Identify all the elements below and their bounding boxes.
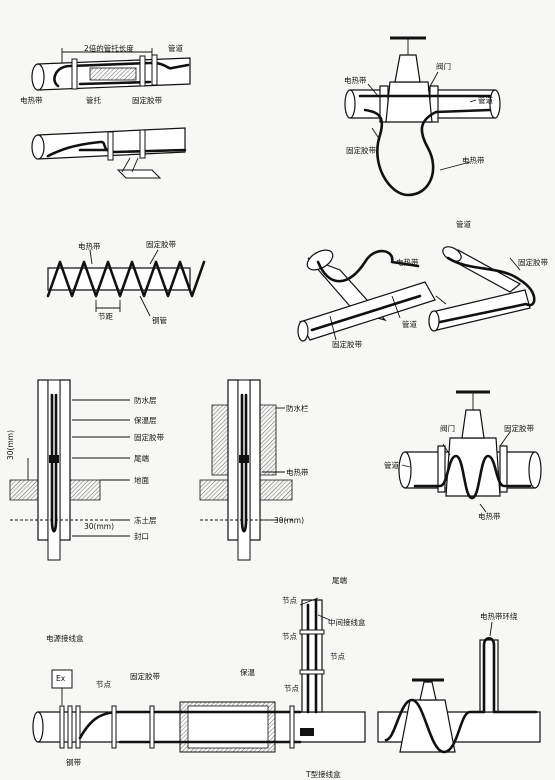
node-label-1: 节点 <box>96 680 111 689</box>
pitch-label: 节距 <box>98 312 113 321</box>
pipe-label: 管道 <box>168 44 183 53</box>
tape-label: 固定胶带 <box>504 424 534 433</box>
loop-label: 电热带环绕 <box>480 612 518 621</box>
tape-label: 固定胶带 <box>130 672 160 681</box>
node-label-3: 节点 <box>282 632 297 641</box>
dim-label-3: 30(mm) <box>274 516 305 525</box>
tape-label-2: 固定胶带 <box>518 258 548 267</box>
tape-label: 固定胶带 <box>146 240 176 249</box>
ex-label: Ex <box>56 674 66 683</box>
dim-label-1: 30(mm) <box>6 429 15 460</box>
seal-label: 封口 <box>134 532 149 541</box>
waterproof-label: 防水层 <box>134 396 157 405</box>
ground-label: 地面 <box>134 476 149 485</box>
steel-pipe-label: 钢管 <box>152 316 167 325</box>
pipe-label: 管道 <box>384 461 399 470</box>
cable-label: 电热带 <box>78 242 101 251</box>
node-label-5: 节点 <box>284 684 299 693</box>
bar-label: 防水栏 <box>286 404 309 413</box>
valve-serpentine-diagram <box>398 390 542 513</box>
pipe-label: 管道 <box>402 320 417 329</box>
dim-label: 2倍的管托长度 <box>84 44 134 53</box>
pipe-support-diagram-2 <box>31 127 187 179</box>
tape-label: 固定胶带 <box>132 96 162 105</box>
valve-loop-diagram <box>377 621 541 754</box>
pipe-bend-diagram <box>297 246 536 342</box>
valve-label: 阀门 <box>436 62 451 71</box>
pipe-label: 管道 <box>478 96 493 105</box>
node-label-2: 节点 <box>282 596 297 605</box>
pipe-support-diagram <box>31 48 191 91</box>
tail-label: 尾端 <box>332 576 347 585</box>
insul-label: 保温 <box>240 668 255 677</box>
dim-label-2: 30(mm) <box>84 522 115 531</box>
tape-label: 固定胶带 <box>346 146 376 155</box>
t-box-label: T型接线盒 <box>306 770 341 779</box>
valve-label: 阀门 <box>440 424 455 433</box>
support-label: 管托 <box>86 96 101 105</box>
cable-label: 电热带 <box>478 512 501 521</box>
underground-pipe-diagram <box>9 379 295 561</box>
cable-label: 电热带 <box>20 96 43 105</box>
pipeline-diagram <box>32 597 366 753</box>
cable-loop-label: 电热带 <box>462 156 485 165</box>
tape-label: 固定胶带 <box>332 340 362 349</box>
cable-label: 电热带 <box>396 258 419 267</box>
node-label-4: 节点 <box>330 652 345 661</box>
tape-label: 固定胶带 <box>134 433 164 442</box>
power-box-label: 电源接线盒 <box>46 634 84 643</box>
mid-box-label: 中间接线盒 <box>328 618 366 627</box>
cable-label: 电热带 <box>286 468 309 477</box>
valve-diagram <box>344 36 501 197</box>
spiral-wrap-diagram <box>46 249 206 317</box>
tail-label: 尾端 <box>134 454 149 463</box>
cable-label: 电热带 <box>344 76 367 85</box>
steel-band-label: 钢带 <box>66 758 81 767</box>
pipe-label-2: 管道 <box>456 220 471 229</box>
insulation-label: 保温层 <box>134 416 157 425</box>
frost-label: 冻土层 <box>134 516 157 525</box>
